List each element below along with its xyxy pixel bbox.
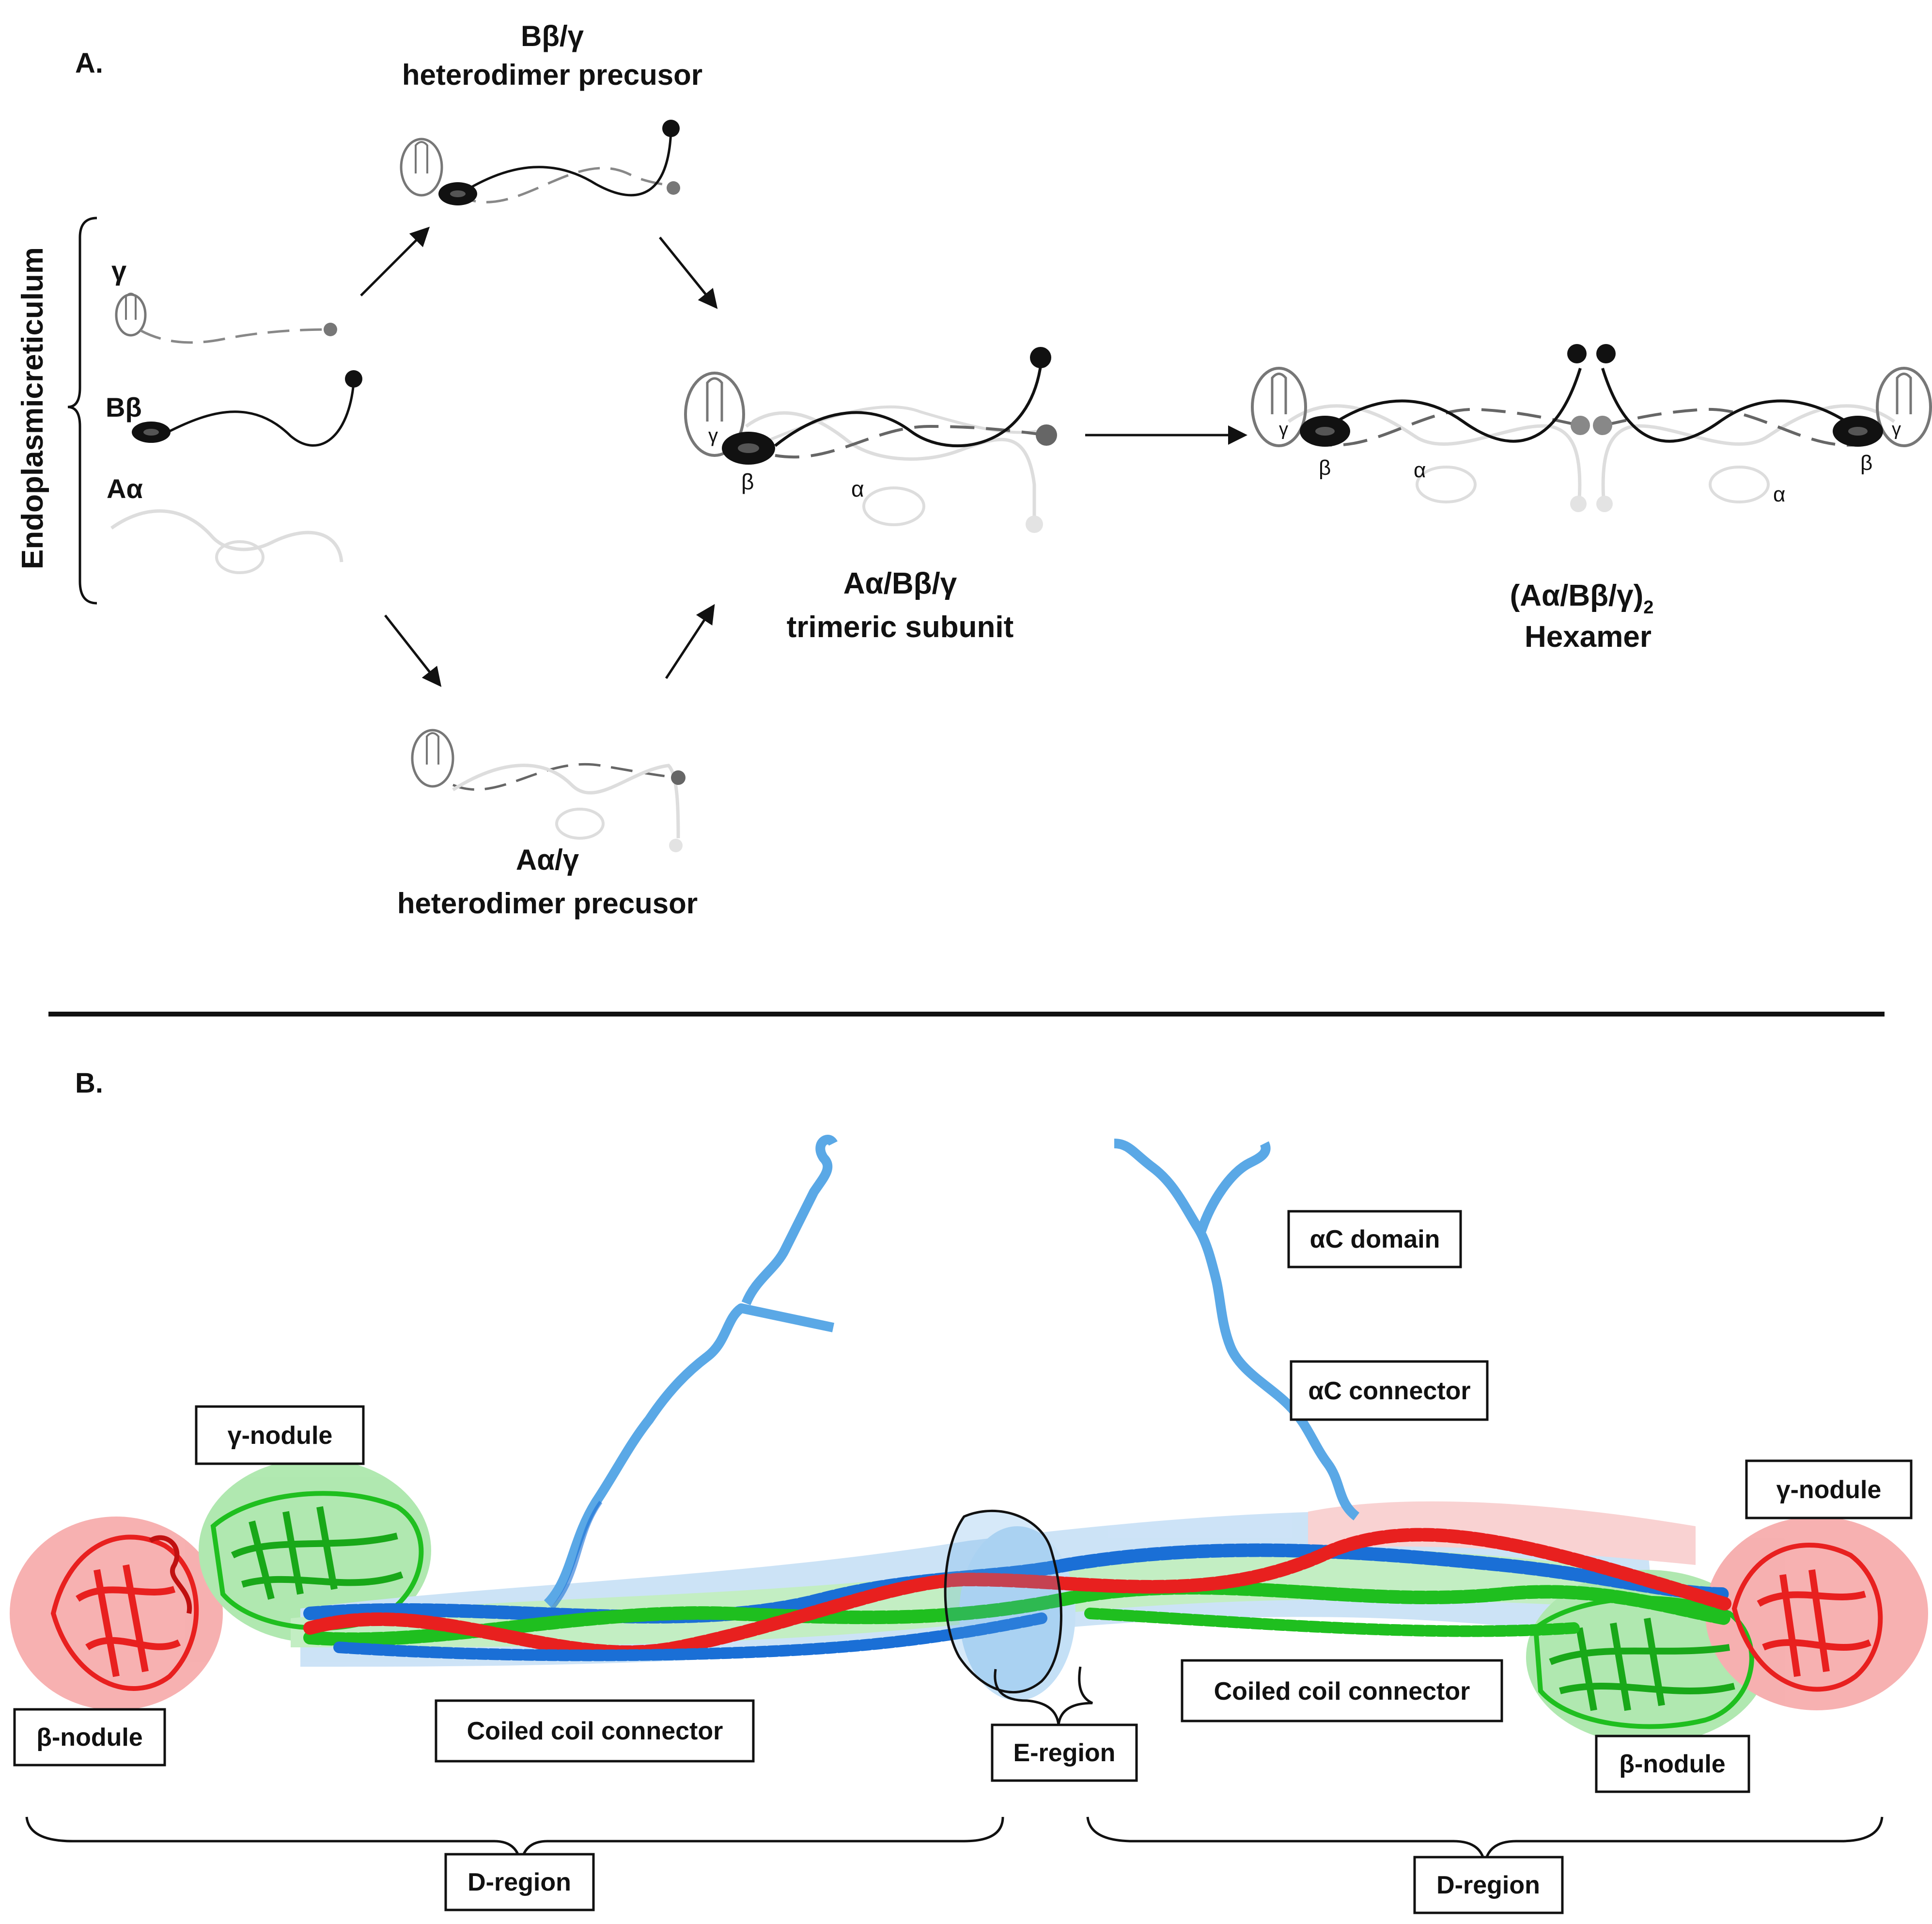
label-coiled-right: Coiled coil connector [1181,1659,1503,1722]
panel-a-label: A. [75,47,103,79]
hex-greek-gamma-right: γ [1892,419,1901,439]
er-bracket [67,217,97,605]
label-coiled-left: Coiled coil connector [435,1699,755,1763]
trimer-greek-beta: β [741,469,754,494]
trimer-title-2: trimeric subunit [787,610,1014,644]
label-beta-nodule-left-text: β-nodule [36,1723,142,1752]
alpha-c-left [544,1135,838,1610]
panel-a: A. Endoplasmicreticulum γ Bβ Aα [16,20,1932,920]
arrow-bbg-to-trimer [659,236,718,309]
aag-heterodimer: Aα/γ heterodimer precusor [397,729,698,920]
chain-gamma-label: γ [111,255,126,286]
label-gamma-nodule-right: γ-nodule [1745,1459,1913,1519]
chain-bbeta-label: Bβ [106,392,142,422]
hexamer-title-1: (Aα/Bβ/γ)2 [1510,579,1654,618]
hexamer-title-subscript: 2 [1643,597,1653,618]
chain-aalpha-label: Aα [107,473,143,504]
hex-greek-gamma-left: γ [1279,419,1288,439]
label-coiled-left-text: Coiled coil connector [467,1717,723,1745]
alpha-c-right [1114,1139,1360,1520]
hexamer: γ β α γ β α (Aα/Bβ/γ)2 Hexamer [1251,344,1932,654]
panel-b-label: B. [75,1067,103,1099]
label-d-region-right: D-region [1413,1856,1564,1914]
label-ac-domain: αC domain [1287,1210,1462,1268]
coiled-coil-helices [303,1528,1731,1661]
trimer-greek-alpha: α [851,476,864,501]
label-ac-domain-text: αC domain [1310,1225,1440,1253]
hex-greek-beta-left: β [1319,456,1331,480]
hexamer-title-2: Hexamer [1525,620,1652,654]
chain-aalpha: Aα [107,473,343,574]
hexamer-title-main: (Aα/Bβ/γ) [1510,579,1644,612]
chain-gamma: γ [111,255,337,344]
panel-b: B. [10,1067,1928,1914]
trimeric-subunit: γ β α Aα/Bβ/γ trimeric subunit [684,347,1057,644]
label-beta-nodule-right: β-nodule [1595,1735,1750,1793]
er-label: Endoplasmicreticulum [16,247,49,569]
label-beta-nodule-left: β-nodule [13,1708,166,1767]
bbg-title-2: heterodimer precusor [402,59,702,91]
chain-bbeta: Bβ [106,370,362,447]
beta-nodule-right-structure [1731,1543,1883,1692]
arrow-to-bbg [360,226,430,297]
label-e-region: E-region [991,1723,1138,1782]
label-d-region-left: D-region [444,1853,595,1911]
arrow-to-aag [384,614,442,687]
aag-title-2: heterodimer precusor [397,887,698,920]
label-ac-connector: αC connector [1290,1360,1489,1421]
label-e-region-text: E-region [1013,1739,1116,1767]
label-ac-connector-text: αC connector [1308,1377,1470,1405]
arrow-aag-to-trimer [665,604,715,679]
label-coiled-right-text: Coiled coil connector [1214,1677,1470,1705]
hex-greek-beta-right: β [1860,451,1872,475]
trimer-greek-gamma: γ [708,425,718,446]
bbg-heterodimer: Bβ/γ heterodimer precusor [400,20,702,205]
aag-title-1: Aα/γ [516,844,579,876]
label-gamma-nodule-left: γ-nodule [195,1405,365,1465]
label-d-region-right-text: D-region [1436,1871,1540,1899]
beta-nodule-left-structure [50,1534,199,1691]
bbg-title-1: Bβ/γ [521,20,584,52]
label-gamma-nodule-left-text: γ-nodule [228,1422,333,1450]
hex-greek-alpha-left: α [1414,458,1426,482]
hex-greek-alpha-right: α [1773,483,1785,506]
label-gamma-nodule-right-text: γ-nodule [1776,1476,1882,1504]
e-region-outline [944,1509,1062,1694]
gamma-nodule-left-structure [210,1491,424,1631]
label-beta-nodule-right-text: β-nodule [1619,1750,1725,1778]
trimer-title-1: Aα/Bβ/γ [843,567,957,600]
label-d-region-left-text: D-region [467,1868,571,1896]
